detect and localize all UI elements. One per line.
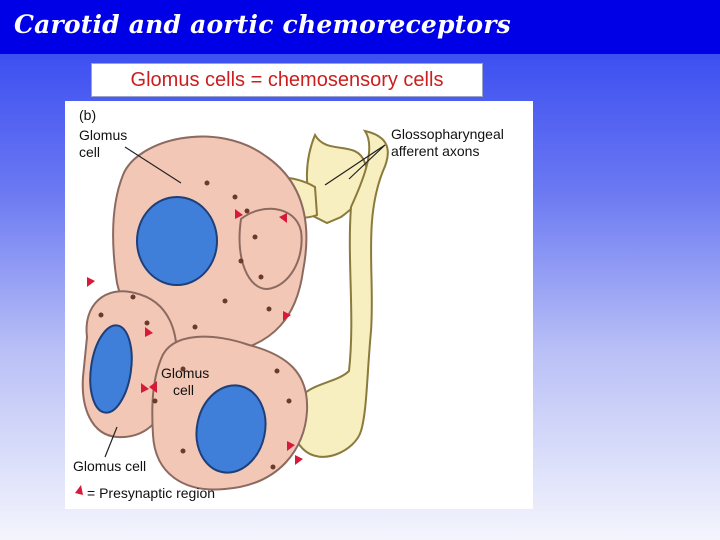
slide-title: Carotid and aortic chemoreceptors xyxy=(14,10,511,39)
glomus-cell-bodies xyxy=(81,135,309,491)
cell-nuclei xyxy=(89,196,267,474)
presynaptic-markers xyxy=(87,209,303,465)
label-glomus-cell-bottom: Glomus cell xyxy=(73,458,147,474)
diagram-illustration xyxy=(75,129,389,495)
cytoplasm-granules xyxy=(98,180,292,470)
subtitle-box: Glomus cells = chemosensory cells xyxy=(91,63,483,97)
label-glomus-cell-top-line1: Glomus xyxy=(79,127,128,143)
legend-presynaptic-marker xyxy=(75,485,83,495)
legend-presynaptic-text: = Presynaptic region xyxy=(87,485,216,501)
panel-label: (b) xyxy=(79,107,97,123)
leader-lines xyxy=(104,144,386,458)
label-afferent-axons-line1: Glossopharyngeal xyxy=(391,126,504,142)
glomus-cell-diagram: (b) Glomus cell Glossopharyngeal afferen… xyxy=(65,101,533,509)
label-glomus-cell-middle-line2: cell xyxy=(173,382,195,398)
label-afferent-axons-line2: afferent axons xyxy=(391,143,480,159)
title-bar: Carotid and aortic chemoreceptors xyxy=(0,0,720,54)
label-glomus-cell-top-line2: cell xyxy=(79,144,101,160)
slide-subtitle: Glomus cells = chemosensory cells xyxy=(130,69,444,91)
label-glomus-cell-middle-line1: Glomus xyxy=(161,365,210,381)
